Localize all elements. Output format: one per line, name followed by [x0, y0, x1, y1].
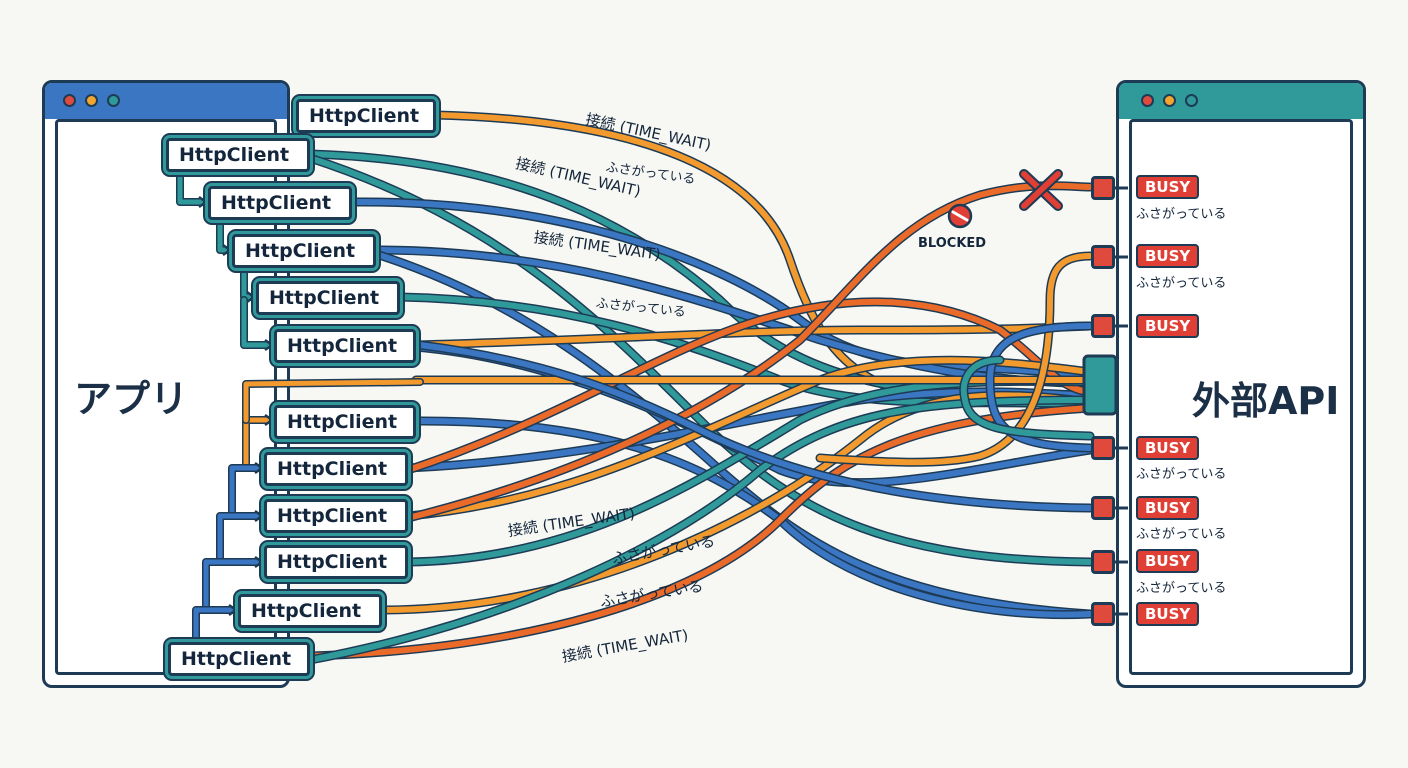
api-window-titlebar: [1119, 83, 1363, 119]
window-maximize-dot: [107, 94, 120, 107]
api-port: [1091, 550, 1115, 574]
arrow-tip: [246, 290, 257, 304]
teal-wire: [960, 357, 1093, 439]
chain-connector-outline: [228, 464, 266, 516]
http-client-box: HttpClient: [264, 452, 408, 486]
blue-wire: [417, 342, 1093, 511]
app-window: [42, 80, 290, 688]
api-title: 外部API: [1192, 379, 1340, 423]
http-client-box: HttpClient: [296, 99, 436, 133]
busy-note: ふさがっている: [1136, 207, 1227, 222]
chain-connector-outline: [216, 512, 266, 564]
teal-wire: [307, 155, 1093, 565]
busy-badge: BUSY: [1136, 549, 1200, 573]
window-close-dot: [1141, 94, 1154, 107]
teal-wire: [307, 397, 1093, 663]
arrow-tip: [222, 243, 233, 257]
app-title: アプリ: [74, 377, 189, 421]
arrow-tip: [264, 338, 275, 352]
busy-note: ふさがっている: [1136, 527, 1227, 542]
chain-connector: [229, 465, 265, 515]
chain-connector-outline: [176, 168, 210, 206]
window-minimize-dot: [1163, 94, 1176, 107]
blue-wire: [987, 323, 1093, 451]
http-client-box: HttpClient: [274, 405, 416, 439]
busy-badge: BUSY: [1136, 496, 1200, 520]
api-window: [1116, 80, 1366, 688]
api-port: [1091, 176, 1115, 200]
arrow-tip: [198, 195, 209, 209]
app-window-body: [55, 119, 277, 675]
busy-badge: BUSY: [1136, 314, 1200, 338]
http-client-box: HttpClient: [168, 642, 310, 676]
http-client-box: HttpClient: [264, 499, 408, 533]
api-port: [1091, 436, 1115, 460]
blocked-label: BLOCKED: [918, 236, 987, 251]
app-window-titlebar: [45, 83, 287, 119]
orange-red-wire: [307, 405, 1093, 659]
api-window-body: [1129, 119, 1353, 675]
chain-connector: [217, 217, 233, 253]
busy-badge: BUSY: [1136, 602, 1200, 626]
window-close-dot: [63, 94, 76, 107]
http-client-box: HttpClient: [274, 329, 416, 363]
window-maximize-dot: [1185, 94, 1198, 107]
busy-badge: BUSY: [1136, 175, 1200, 199]
chain-connector: [193, 607, 239, 645]
arrow-tip: [254, 461, 265, 475]
chain-connector: [177, 169, 209, 205]
busy-note: ふさがっている: [1136, 276, 1227, 291]
chain-connector: [217, 513, 265, 563]
arrow-tip: [264, 413, 275, 427]
api-port: [1091, 314, 1115, 338]
http-client-box: HttpClient: [166, 138, 310, 172]
chain-connector: [203, 559, 265, 611]
api-port: [1091, 602, 1115, 626]
http-client-box: HttpClient: [238, 594, 382, 628]
arrow-tip: [228, 603, 239, 617]
api-port: [1091, 245, 1115, 269]
busy-note: ふさがっている: [1136, 467, 1227, 482]
http-client-box: HttpClient: [232, 234, 376, 268]
busy-badge: BUSY: [1136, 436, 1200, 460]
chain-connector: [241, 297, 275, 348]
busy-note: ふさがっている: [1136, 581, 1227, 596]
orange-red-wire: [405, 182, 1093, 521]
arrow-tip: [254, 555, 265, 569]
chain-connector: [243, 379, 423, 423]
orange-red-wire: [405, 298, 1093, 473]
blocked-x-icon: [1019, 169, 1063, 211]
orange-wire: [817, 253, 1093, 466]
window-minimize-dot: [85, 94, 98, 107]
http-client-box: HttpClient: [264, 545, 408, 579]
http-client-box: HttpClient: [208, 186, 352, 220]
busy-badge: BUSY: [1136, 244, 1200, 268]
no-entry-icon: [947, 203, 973, 229]
http-client-box: HttpClient: [256, 281, 400, 315]
api-port: [1091, 496, 1115, 520]
arrow-tip: [254, 509, 265, 523]
